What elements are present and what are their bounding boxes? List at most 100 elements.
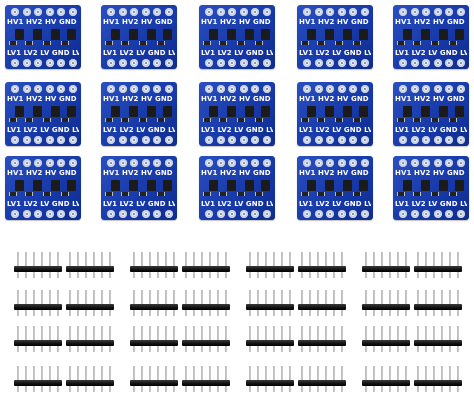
solder-pad [164, 136, 173, 144]
header-pin-tail [417, 386, 419, 392]
pin-header-strip [414, 366, 462, 392]
header-pin [373, 290, 375, 306]
header-plastic-body [66, 304, 114, 310]
solder-pad [326, 136, 334, 144]
header-pin [165, 252, 167, 268]
pin-header-strip [66, 326, 114, 352]
header-pin [17, 366, 19, 382]
header-pin [217, 366, 219, 382]
pin-header-strip [130, 366, 178, 392]
solder-pad [141, 85, 150, 93]
header-pin [433, 366, 435, 382]
header-pin [17, 326, 19, 342]
smd-resistor [397, 41, 405, 45]
solder-pad [228, 85, 236, 93]
header-pin-tail [325, 346, 327, 352]
solder-pad [45, 59, 54, 67]
header-pin [109, 290, 111, 306]
header-pin-tail [173, 310, 175, 316]
header-pin-tail [25, 310, 27, 316]
header-pin-tail [101, 346, 103, 352]
solder-pad [141, 8, 150, 16]
header-pin [441, 366, 443, 382]
header-pin [425, 366, 427, 382]
header-pin [133, 290, 135, 306]
high-voltage-pin-labels: HV1 HV2 HV GND HV3 HV4 [201, 95, 273, 103]
solder-pad [22, 85, 31, 93]
header-pin-tail [265, 346, 267, 352]
header-pin-tail [457, 386, 459, 392]
pin-header-strip [298, 290, 346, 316]
smd-resistor [203, 192, 211, 196]
header-pin-tail [209, 272, 211, 278]
mosfet-chip [245, 106, 254, 117]
solder-pad [22, 136, 31, 144]
header-plastic-body [130, 380, 178, 386]
high-voltage-pin-labels: HV1 HV2 HV GND HV3 HV4 [299, 95, 371, 103]
solder-pad [130, 210, 138, 218]
header-plastic-body [414, 340, 462, 346]
header-pin-tail [341, 272, 343, 278]
header-pin-tail [325, 272, 327, 278]
header-pin [301, 252, 303, 268]
solder-pad [11, 59, 19, 67]
solder-pad [337, 59, 346, 67]
header-pin-tail [225, 386, 227, 392]
header-pin [25, 290, 27, 306]
level-shifter-board: HV1 HV2 HV GND HV3 HV4LV1 LV2 LV GND LV3… [5, 156, 81, 220]
solder-pad [433, 85, 442, 93]
header-pin [25, 252, 27, 268]
solder-pad [303, 159, 311, 167]
smd-resistor [157, 118, 165, 122]
solder-pad [239, 159, 248, 167]
header-pin-tail [185, 346, 187, 352]
level-shifter-board: HV1 HV2 HV GND HV3 HV4LV1 LV2 LV GND LV3… [101, 82, 177, 146]
header-pin-tail [77, 346, 79, 352]
header-pin-tail [449, 346, 451, 352]
smd-resistor [237, 192, 245, 196]
header-pin-tail [273, 310, 275, 316]
high-voltage-pin-labels: HV1 HV2 HV GND HV3 HV4 [395, 95, 467, 103]
header-pin [49, 252, 51, 268]
header-pin [289, 252, 291, 268]
low-voltage-pin-labels: LV1 LV2 LV GND LV3 LV4 [103, 200, 175, 208]
solder-pad [433, 136, 442, 144]
header-pin-tail [441, 272, 443, 278]
header-pin [85, 326, 87, 342]
pin-header-strip [246, 326, 294, 352]
header-pin-tail [201, 310, 203, 316]
mosfet-chip [439, 180, 448, 191]
solder-pad [34, 136, 42, 144]
pin-header-strip [14, 290, 62, 316]
header-pin [365, 290, 367, 306]
smd-resistor [25, 192, 33, 196]
header-plastic-body [298, 304, 346, 310]
solder-pad [11, 85, 19, 93]
header-pin-tail [109, 272, 111, 278]
header-pin [101, 366, 103, 382]
low-voltage-pin-labels: LV1 LV2 LV GND LV3 LV4 [299, 200, 371, 208]
mosfet-chip [111, 180, 120, 191]
low-voltage-pin-labels: LV1 LV2 LV GND LV3 LV4 [201, 200, 273, 208]
solder-pad [422, 159, 430, 167]
header-pin-tail [433, 386, 435, 392]
header-pin [201, 252, 203, 268]
header-pin-tail [209, 386, 211, 392]
smd-resistor [61, 41, 69, 45]
mosfet-chip [163, 29, 172, 40]
mosfet-chip [421, 29, 430, 40]
header-pin [257, 252, 259, 268]
header-pin [85, 290, 87, 306]
header-pin [389, 290, 391, 306]
header-pin-tail [265, 386, 267, 392]
solder-pad [57, 159, 65, 167]
header-pin [325, 290, 327, 306]
header-pin [225, 326, 227, 342]
header-pin-tail [57, 386, 59, 392]
header-pin [77, 290, 79, 306]
solder-pad [45, 8, 54, 16]
header-pin [149, 366, 151, 382]
header-pin-tail [93, 386, 95, 392]
header-pin-tail [417, 310, 419, 316]
mosfet-chip [325, 180, 334, 191]
